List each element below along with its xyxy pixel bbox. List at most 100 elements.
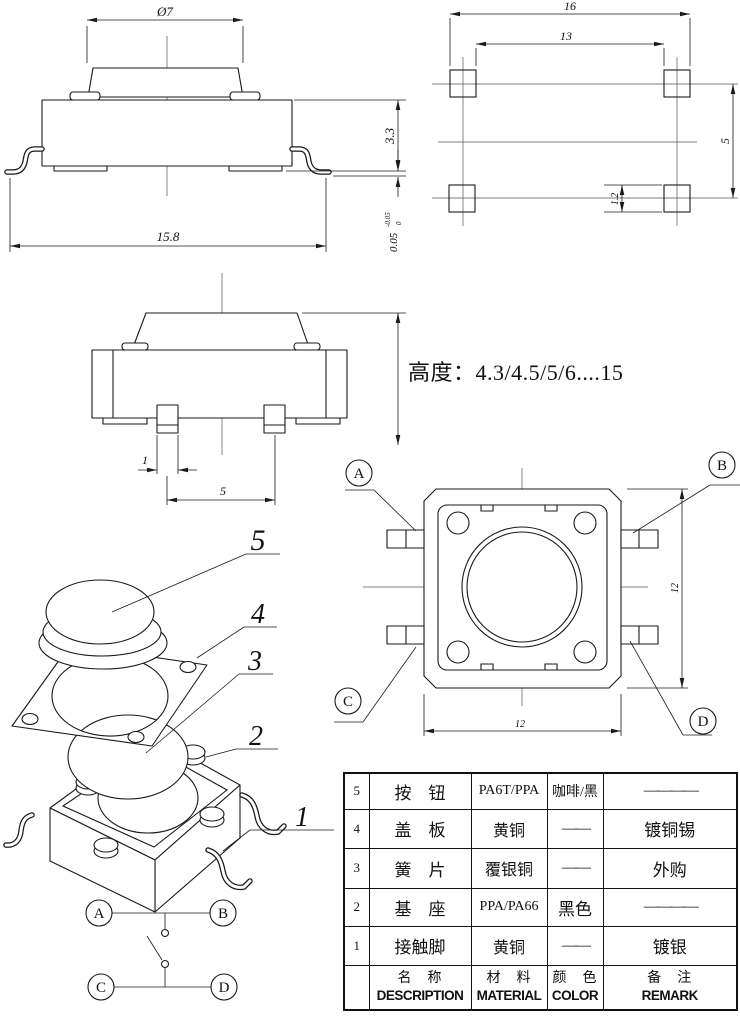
part-name: 按 钮 — [368, 772, 472, 810]
svg-text:D: D — [219, 980, 230, 996]
part-labels: 5 4 3 2 1 — [111, 524, 334, 852]
part-name: 基 座 — [368, 887, 472, 927]
bom-table: 5 按 钮 PA6T/PPA 咖啡/黑 ———— 4 盖 板 黄铜 —— 镀铜锡… — [343, 772, 738, 1011]
solder-pad — [448, 184, 476, 213]
foot — [295, 417, 341, 425]
table-row: 2 基 座 PPA/PA66 黑色 ———— — [343, 887, 738, 927]
part-remark: ———— — [602, 772, 738, 810]
part-remark: 镀铜锡 — [602, 808, 738, 849]
knob-ear — [121, 342, 149, 351]
callout-b: B — [632, 451, 740, 534]
dim-body-h: 12 — [670, 583, 681, 593]
side-view: 1 5 高度：4.3/4.5/5/6....15 — [91, 273, 623, 505]
terminal-a — [85, 899, 113, 927]
knob — [87, 67, 244, 98]
dim-pad-inner-span: 13 — [560, 29, 572, 43]
bottom-leg — [263, 404, 286, 426]
part-no: 1 — [343, 925, 370, 966]
part-number-1: 1 — [295, 802, 309, 833]
foot — [228, 165, 283, 172]
switch-body — [91, 349, 348, 419]
part-name: 盖 板 — [368, 808, 472, 849]
part-remark: 外购 — [602, 847, 738, 889]
cover-plate-part — [11, 644, 208, 747]
button-circle — [461, 526, 583, 648]
table-row: 5 按 钮 PA6T/PPA 咖啡/黑 ———— — [343, 772, 738, 810]
foot — [102, 417, 148, 425]
contact-point — [160, 959, 170, 969]
part-number-3: 3 — [247, 646, 262, 677]
part-number-5: 5 — [251, 524, 266, 557]
header-description: 名 称 DESCRIPTION — [368, 964, 472, 1011]
svg-text:A: A — [354, 466, 365, 482]
svg-text:A: A — [94, 906, 105, 922]
svg-text:B: B — [218, 906, 228, 922]
corner-rivet — [573, 511, 597, 535]
header-color: 颜 色 COLOR — [546, 964, 604, 1011]
table-header-row: 名 称 DESCRIPTION 材 料 MATERIAL 颜 色 COLOR 备… — [343, 964, 738, 1011]
part-color: 咖啡/黑 — [546, 772, 604, 810]
dim-standoff-tol-upper: -0.05 — [384, 212, 392, 227]
terminal-d — [210, 973, 238, 1001]
part-material: PA6T/PPA — [470, 772, 548, 810]
part-material: 黄铜 — [470, 925, 548, 966]
header-material: 材 料 MATERIAL — [470, 964, 548, 1011]
dim-standoff-tol-lower: 0 — [395, 221, 403, 225]
part-material: 覆银铜 — [470, 847, 548, 889]
svg-text:B: B — [717, 458, 727, 474]
height-note: 高度：4.3/4.5/5/6....15 — [408, 360, 623, 385]
part-color: —— — [546, 808, 604, 849]
exploded-view: 5 4 3 2 1 — [3, 524, 334, 913]
top-view: 12 12 A B C D — [334, 451, 740, 736]
part-no: 5 — [343, 772, 370, 810]
corner-rivet — [446, 640, 470, 664]
dim-knob-diameter: Ø7 — [156, 4, 173, 19]
part-remark: 镀银 — [602, 925, 738, 966]
knob-ear — [69, 91, 101, 101]
svg-text:C: C — [96, 980, 106, 996]
terminal-c — [87, 973, 115, 1001]
header-remark: 备 注 REMARK — [602, 964, 738, 1011]
corner-rivet — [573, 640, 597, 664]
circuit-schematic: A B C D — [85, 899, 238, 1001]
svg-text:C: C — [343, 694, 353, 710]
dim-pad-outer-span: 16 — [564, 0, 576, 13]
part-color: —— — [546, 925, 604, 966]
table-row: 1 接触脚 黄铜 —— 镀银 — [343, 925, 738, 966]
dim-leg-width: 1 — [142, 453, 148, 467]
callout-a: A — [345, 459, 417, 532]
table-row: 3 簧 片 覆银铜 —— 外购 — [343, 847, 738, 889]
part-material: 黄铜 — [470, 808, 548, 849]
part-name: 接触脚 — [368, 925, 472, 966]
part-remark: ———— — [602, 887, 738, 927]
switch-body — [41, 99, 293, 167]
spring-dome-part — [67, 714, 189, 800]
dim-standoff: 0.05 — [388, 232, 400, 252]
header-empty — [343, 964, 370, 1011]
bottom-leg — [156, 404, 179, 426]
part-color: 黑色 — [546, 887, 604, 927]
part-material: PPA/PA66 — [470, 887, 548, 927]
dim-pad-row-pitch: 5 — [718, 138, 732, 144]
solder-pad — [663, 184, 691, 213]
callout-d: D — [629, 640, 717, 736]
solder-pad — [449, 69, 477, 98]
front-view: Ø7 3.3 0.05 -0.05 0 15.8 — [4, 4, 406, 252]
dim-pad-width: 1.2 — [610, 193, 621, 206]
svg-text:D: D — [698, 714, 709, 730]
knob-ear — [229, 91, 261, 101]
part-color: —— — [546, 847, 604, 889]
table-row: 4 盖 板 黄铜 —— 镀铜锡 — [343, 808, 738, 849]
part-number-2: 2 — [249, 721, 263, 752]
corner-rivet — [446, 511, 470, 535]
part-no: 4 — [343, 808, 370, 849]
dim-leg-pitch: 5 — [220, 484, 226, 498]
contact-point — [160, 928, 170, 938]
part-number-4: 4 — [251, 599, 265, 630]
solder-pad — [663, 69, 691, 98]
foot — [53, 165, 108, 172]
callout-c: C — [334, 646, 417, 723]
dim-body-w: 12 — [515, 719, 525, 730]
